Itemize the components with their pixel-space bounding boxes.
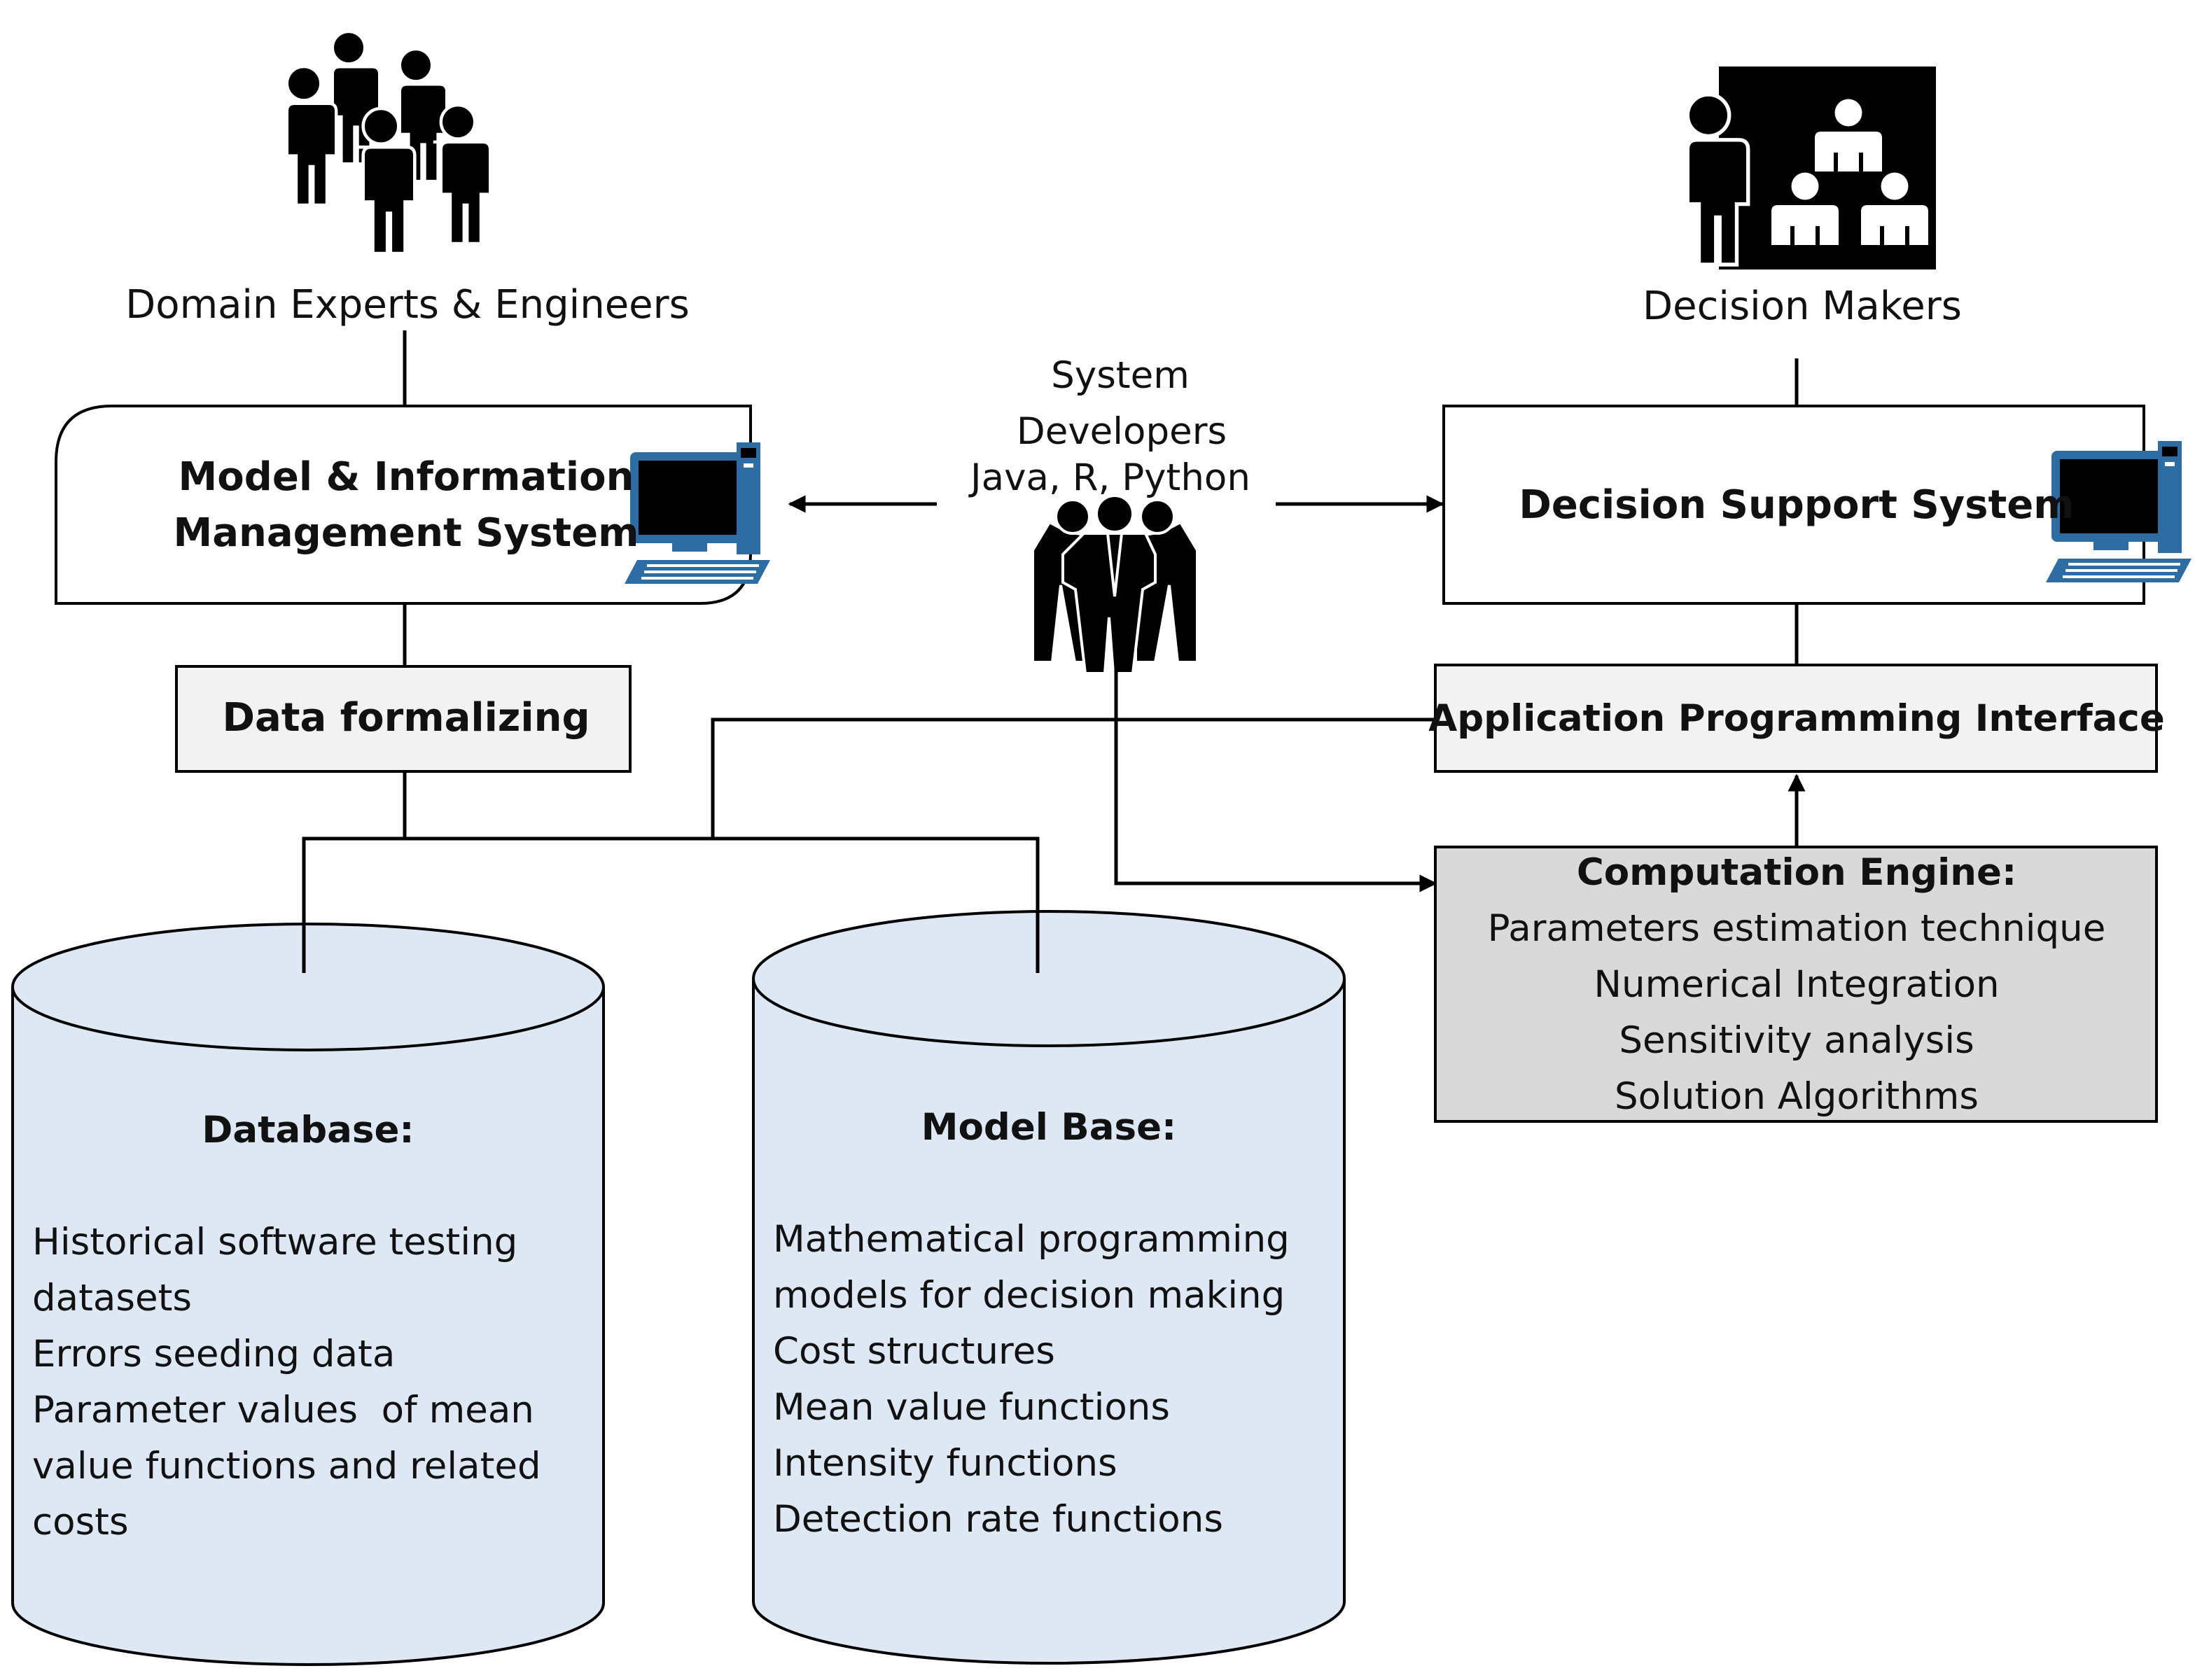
system-developers-label-1: System [1051,354,1190,397]
decision-makers-label: Decision Makers [1643,284,1962,329]
database-title: Database: [202,1109,414,1152]
model-base-line: Mathematical programming [773,1218,1290,1261]
engine-item: Solution Algorithms [1615,1075,1979,1118]
mims-label-2: Management System [173,510,639,556]
database-line: Errors seeding data [32,1333,396,1376]
arrows [788,495,1806,892]
model-base-line: Cost structures [773,1330,1055,1373]
computation-engine-title: Computation Engine: [1576,851,2017,894]
model-base-title: Model Base: [921,1106,1177,1149]
system-developers-icon [1031,494,1199,675]
decision-makers-icon [1678,66,1936,270]
computation-engine-box [1434,846,2158,1123]
engine-item: Numerical Integration [1594,963,2000,1006]
model-base-line: Detection rate functions [773,1498,1223,1541]
api-label: Application Programming Interface [1428,697,2165,740]
database-cylinder [11,923,605,1666]
mims-computer-icon [625,442,770,584]
model-base-line: Mean value functions [773,1386,1170,1429]
domain-experts-icon [279,31,490,253]
database-line: Historical software testing [32,1221,518,1264]
mims-box [55,405,752,605]
system-developers-label-2: Developers [1016,410,1227,453]
engine-item: Sensitivity analysis [1619,1019,1974,1062]
dss-box [1442,405,2145,605]
database-line: value functions and related [32,1445,541,1488]
api-box [1434,664,2158,773]
model-base-line: models for decision making [773,1274,1285,1317]
domain-experts-label: Domain Experts & Engineers [125,282,690,328]
database-line: Parameter values of mean [32,1389,534,1432]
model-base-cylinder [752,910,1346,1665]
database-line: costs [32,1501,129,1544]
system-developers-label-3: Java, R, Python [970,456,1250,499]
engine-item: Parameters estimation technique [1487,907,2106,950]
data-formalizing-box [175,665,632,773]
data-formalizing-label: Data formalizing [222,695,590,741]
database-line: datasets [32,1277,192,1320]
dss-label: Decision Support System [1519,482,2075,528]
mims-label-1: Model & Information [178,454,634,500]
model-base-line: Intensity functions [773,1442,1117,1485]
